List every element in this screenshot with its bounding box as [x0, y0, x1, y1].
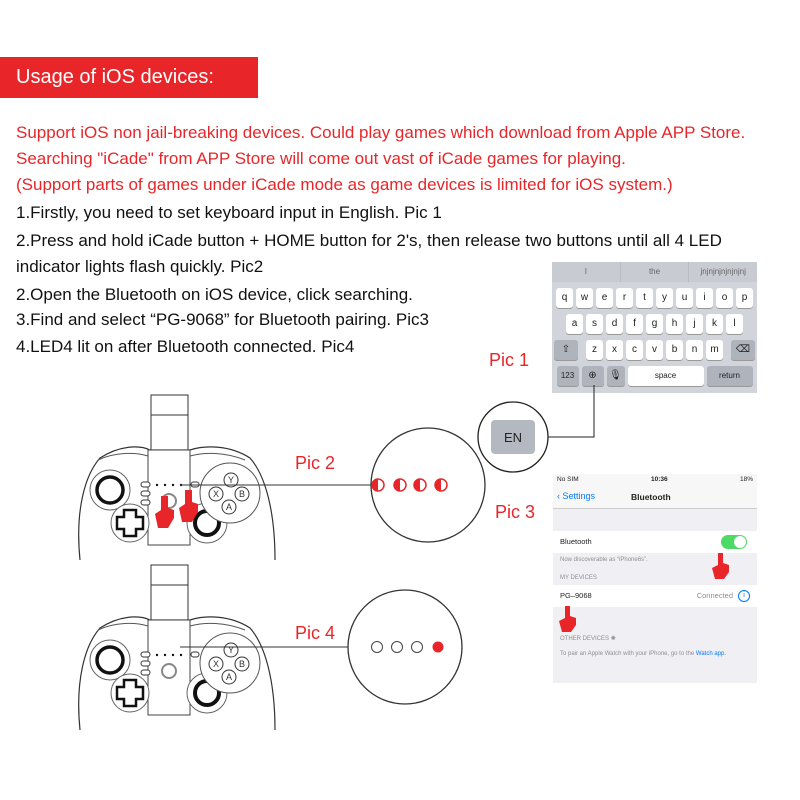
- key-s: s: [586, 314, 603, 334]
- nav-title: Bluetooth: [631, 492, 671, 502]
- suggestion: I: [552, 262, 621, 282]
- suggestion-bar: I the jnjnjnjnjnjnjnj: [552, 262, 757, 282]
- pointing-hand-icon: [179, 490, 198, 522]
- carrier: No SIM: [557, 476, 579, 483]
- suggestion: the: [621, 262, 690, 282]
- pic2-label: Pic 2: [295, 453, 336, 473]
- key-d: d: [606, 314, 623, 334]
- key-p: p: [736, 288, 753, 308]
- key-n: n: [686, 340, 703, 360]
- pointing-hand-icon: [559, 606, 576, 632]
- my-devices-header: MY DEVICES: [560, 575, 597, 581]
- key-l: l: [726, 314, 743, 334]
- key-k: k: [706, 314, 723, 334]
- bluetooth-toggle-row: Bluetooth: [553, 531, 757, 553]
- pic4-label: Pic 4: [295, 623, 336, 643]
- svg-text:A: A: [226, 672, 232, 682]
- key-v: v: [646, 340, 663, 360]
- key-h: h: [666, 314, 683, 334]
- key-y: y: [656, 288, 673, 308]
- watch-text: To pair an Apple Watch with your iPhone,…: [560, 651, 727, 657]
- key-e: e: [596, 288, 613, 308]
- step-line: 3.Find and select “PG-9068” for Bluetoot…: [16, 310, 429, 329]
- pointing-hand-icon: [155, 496, 174, 528]
- svg-text:X: X: [213, 659, 219, 669]
- pic1-label: Pic 1: [489, 350, 530, 370]
- key-j: j: [686, 314, 703, 334]
- pointing-hand-icon: [712, 553, 729, 579]
- key-g: g: [646, 314, 663, 334]
- key-i: i: [696, 288, 713, 308]
- button-y: Y: [228, 475, 234, 485]
- bluetooth-label: Bluetooth: [560, 537, 592, 546]
- key-q: q: [556, 288, 573, 308]
- button-x: X: [213, 489, 219, 499]
- nav-bar: ‹ Settings Bluetooth: [553, 486, 757, 509]
- step-line: 2.Press and hold iCade button + HOME but…: [16, 231, 722, 250]
- key-c: c: [626, 340, 643, 360]
- key-m: m: [706, 340, 723, 360]
- button-a: A: [226, 502, 232, 512]
- intro-line: Support iOS non jail-breaking devices. C…: [16, 123, 746, 142]
- key-z: z: [586, 340, 603, 360]
- step-line: 1.Firstly, you need to set keyboard inpu…: [16, 203, 442, 222]
- button-b: B: [239, 489, 245, 499]
- bluetooth-toggle: [721, 535, 747, 549]
- key-f: f: [626, 314, 643, 334]
- delete-key: ⌫: [731, 340, 755, 360]
- shift-key: ⇧: [554, 340, 578, 360]
- key-u: u: [676, 288, 693, 308]
- discoverable-text: Now discoverable as “iPhone6s”.: [560, 557, 648, 563]
- key-t: t: [636, 288, 653, 308]
- info-icon: i: [738, 590, 750, 602]
- svg-text:Y: Y: [228, 645, 234, 655]
- led-on-callout: [347, 589, 463, 705]
- section-header: Usage of iOS devices:: [0, 57, 258, 98]
- step-line: indicator lights flash quickly. Pic2: [16, 257, 264, 276]
- device-row: PG–9068 Connected i: [553, 585, 757, 607]
- microphone-icon: 🎙: [606, 366, 625, 386]
- device-status: Connected: [696, 591, 733, 600]
- other-devices-header: OTHER DEVICES ✺: [560, 636, 616, 642]
- key-o: o: [716, 288, 733, 308]
- led-flash-callout: [370, 427, 486, 543]
- intro-line: (Support parts of games under iCade mode…: [16, 175, 673, 194]
- intro-line: Searching "iCade" from APP Store will co…: [16, 149, 626, 168]
- key-w: w: [576, 288, 593, 308]
- device-name: PG–9068: [560, 591, 592, 600]
- key-a: a: [566, 314, 583, 334]
- key-b: b: [666, 340, 683, 360]
- space-key: space: [627, 366, 704, 386]
- pic3-label: Pic 3: [495, 502, 536, 522]
- return-key: return: [706, 366, 753, 386]
- battery: 18%: [739, 476, 753, 483]
- svg-text:B: B: [239, 659, 245, 669]
- spinner-icon: ✺: [610, 636, 616, 642]
- key-x: x: [606, 340, 623, 360]
- key-123: 123: [556, 366, 579, 386]
- step-line: 2.Open the Bluetooth on iOS device, clic…: [16, 285, 413, 304]
- led4-on-icon: [432, 641, 444, 653]
- controller-pic2: Y X B A: [76, 393, 278, 562]
- back-button: ‹ Settings: [557, 491, 596, 501]
- en-key: EN: [504, 430, 522, 445]
- status-bar: No SIM 10:36 18%: [553, 474, 757, 486]
- led-flashing-icons: [371, 478, 448, 492]
- globe-icon: ⊕: [581, 366, 604, 386]
- time: 10:36: [651, 476, 668, 483]
- key-r: r: [616, 288, 633, 308]
- step-line: 4.LED4 lit on after Bluetooth connected.…: [16, 337, 355, 356]
- suggestion: jnjnjnjnjnjnjnj: [700, 267, 746, 276]
